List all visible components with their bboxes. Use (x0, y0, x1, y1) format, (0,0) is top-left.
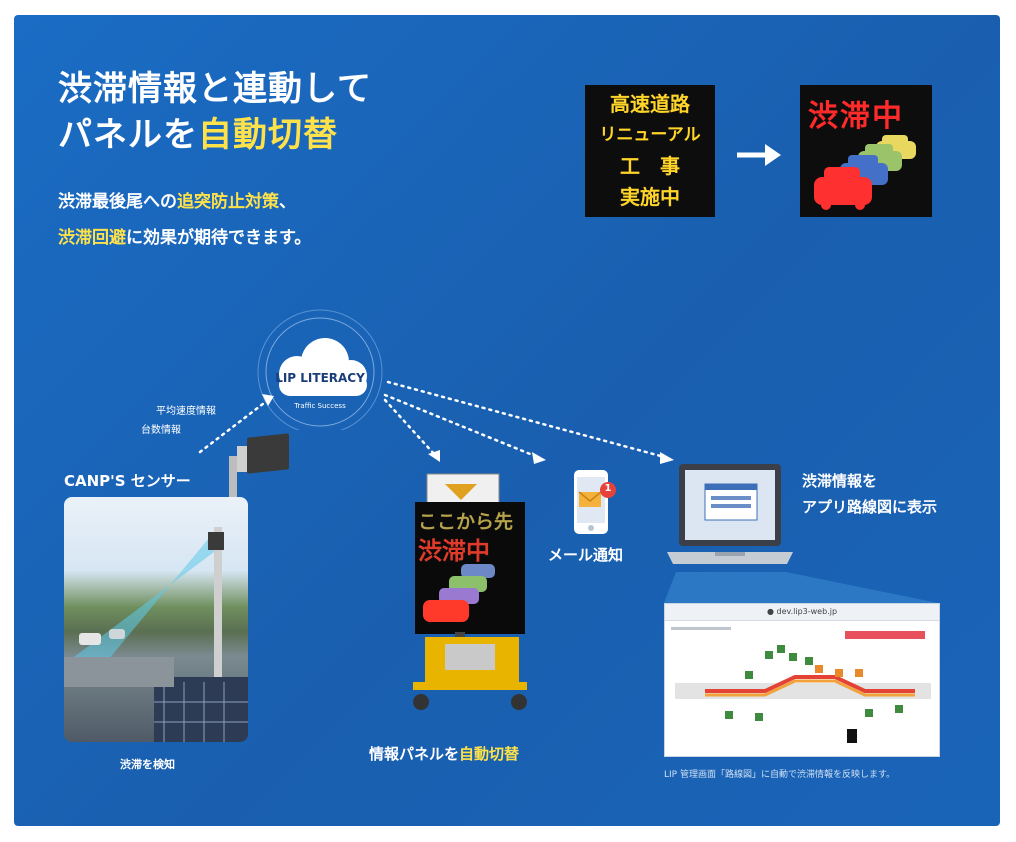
info-panel-device-icon (413, 473, 527, 710)
sensor-device-icon (229, 433, 289, 512)
subheadline-text: 、 (279, 192, 296, 212)
phone-label: メール通知 (548, 546, 624, 564)
browser-address-bar[interactable]: ● dev.lip3-web.jp (665, 604, 939, 621)
browser-window: ● dev.lip3-web.jp (664, 603, 940, 757)
arrow-cloud-panel (383, 398, 437, 457)
highway-scene-icon (64, 527, 248, 742)
cloud-name: LIP LITERACY (275, 371, 365, 385)
cars-icon (814, 135, 916, 210)
laptop-label-line1: 渋滞情報を (802, 472, 878, 490)
panel-caption-text: 情報パネルを (369, 745, 460, 763)
subheadline-line2: 渋滞回避に効果が期待できます。 (58, 220, 311, 256)
sign-line: リニューアル (599, 125, 701, 145)
sensor-photo (64, 497, 248, 742)
arrow-sensor-cloud (198, 398, 270, 454)
lock-icon: ● (766, 607, 774, 616)
panel-board-line2: 渋滞中 (418, 537, 490, 565)
headline-highlight: 自動切替 (198, 115, 338, 155)
arrowhead-icon (428, 450, 440, 462)
right-arrow-icon (737, 144, 781, 166)
subheadline-text: に効果が期待できます。 (126, 228, 312, 248)
headline: 渋滞情報と連動して パネルを自動切替 (58, 66, 372, 158)
headline-line1: 渋滞情報と連動して (58, 69, 372, 109)
panel-caption: 情報パネルを自動切替 (369, 743, 519, 764)
route-map-icon (671, 627, 931, 743)
notification-badge-count: 1 (604, 483, 612, 494)
headline-line2: パネルを自動切替 (58, 112, 372, 158)
panel-cars-icon (423, 564, 495, 622)
sensor-label: CANP'S センサー (64, 472, 191, 490)
sign-before: 高速道路 リニューアル 工 事 実施中 (585, 85, 715, 217)
subheadline-line1: 渋滞最後尾への追突防止対策、 (58, 184, 311, 220)
panel-board-line1: ここから先 (418, 511, 514, 533)
car-red-icon (814, 167, 872, 210)
panel-caption-highlight: 自動切替 (459, 745, 520, 763)
sensor-data-speed: 平均速度情報 (156, 406, 216, 417)
sensor-caption: 渋滞を検知 (120, 758, 175, 771)
headline-line2-prefix: パネルを (58, 115, 198, 155)
arrowhead-icon (262, 394, 274, 406)
subheadline-text: 渋滞最後尾への (58, 192, 177, 212)
laptop-label: 渋滞情報を アプリ路線図に表示 (802, 468, 937, 520)
subheadline-highlight: 追突防止対策 (177, 192, 279, 212)
sign-line: 実施中 (620, 185, 680, 209)
arrow-cloud-phone (383, 393, 542, 460)
arrow-cloud-laptop (386, 380, 670, 460)
browser-url: dev.lip3-web.jp (776, 607, 838, 616)
browser-caption: LIP 管理画面「路線図」に自動で渋滞情報を反映します。 (664, 770, 896, 780)
sign-line: 高速道路 (610, 92, 690, 116)
cloud-tagline: Traffic Success (294, 402, 346, 410)
notification-badge-icon (600, 482, 616, 498)
sign-after: 渋滞中 (800, 85, 932, 217)
sign-after-text: 渋滞中 (808, 99, 904, 134)
mail-icon (578, 491, 602, 507)
sensor-data-count: 台数情報 (141, 425, 181, 436)
subheadline-highlight: 渋滞回避 (58, 228, 126, 248)
sign-line: 工 事 (620, 154, 680, 178)
laptop-label-line2: アプリ路線図に表示 (802, 498, 938, 516)
arrowhead-icon (660, 452, 674, 464)
cloud-service (257, 309, 383, 430)
laptop-icon (667, 464, 793, 564)
cloud-icon (279, 338, 367, 396)
subheadline: 渋滞最後尾への追突防止対策、 渋滞回避に効果が期待できます。 (58, 184, 311, 256)
arrowhead-icon (532, 452, 546, 464)
phone-icon (574, 470, 616, 534)
sign-before-text: 高速道路 リニューアル 工 事 実施中 (585, 85, 715, 213)
